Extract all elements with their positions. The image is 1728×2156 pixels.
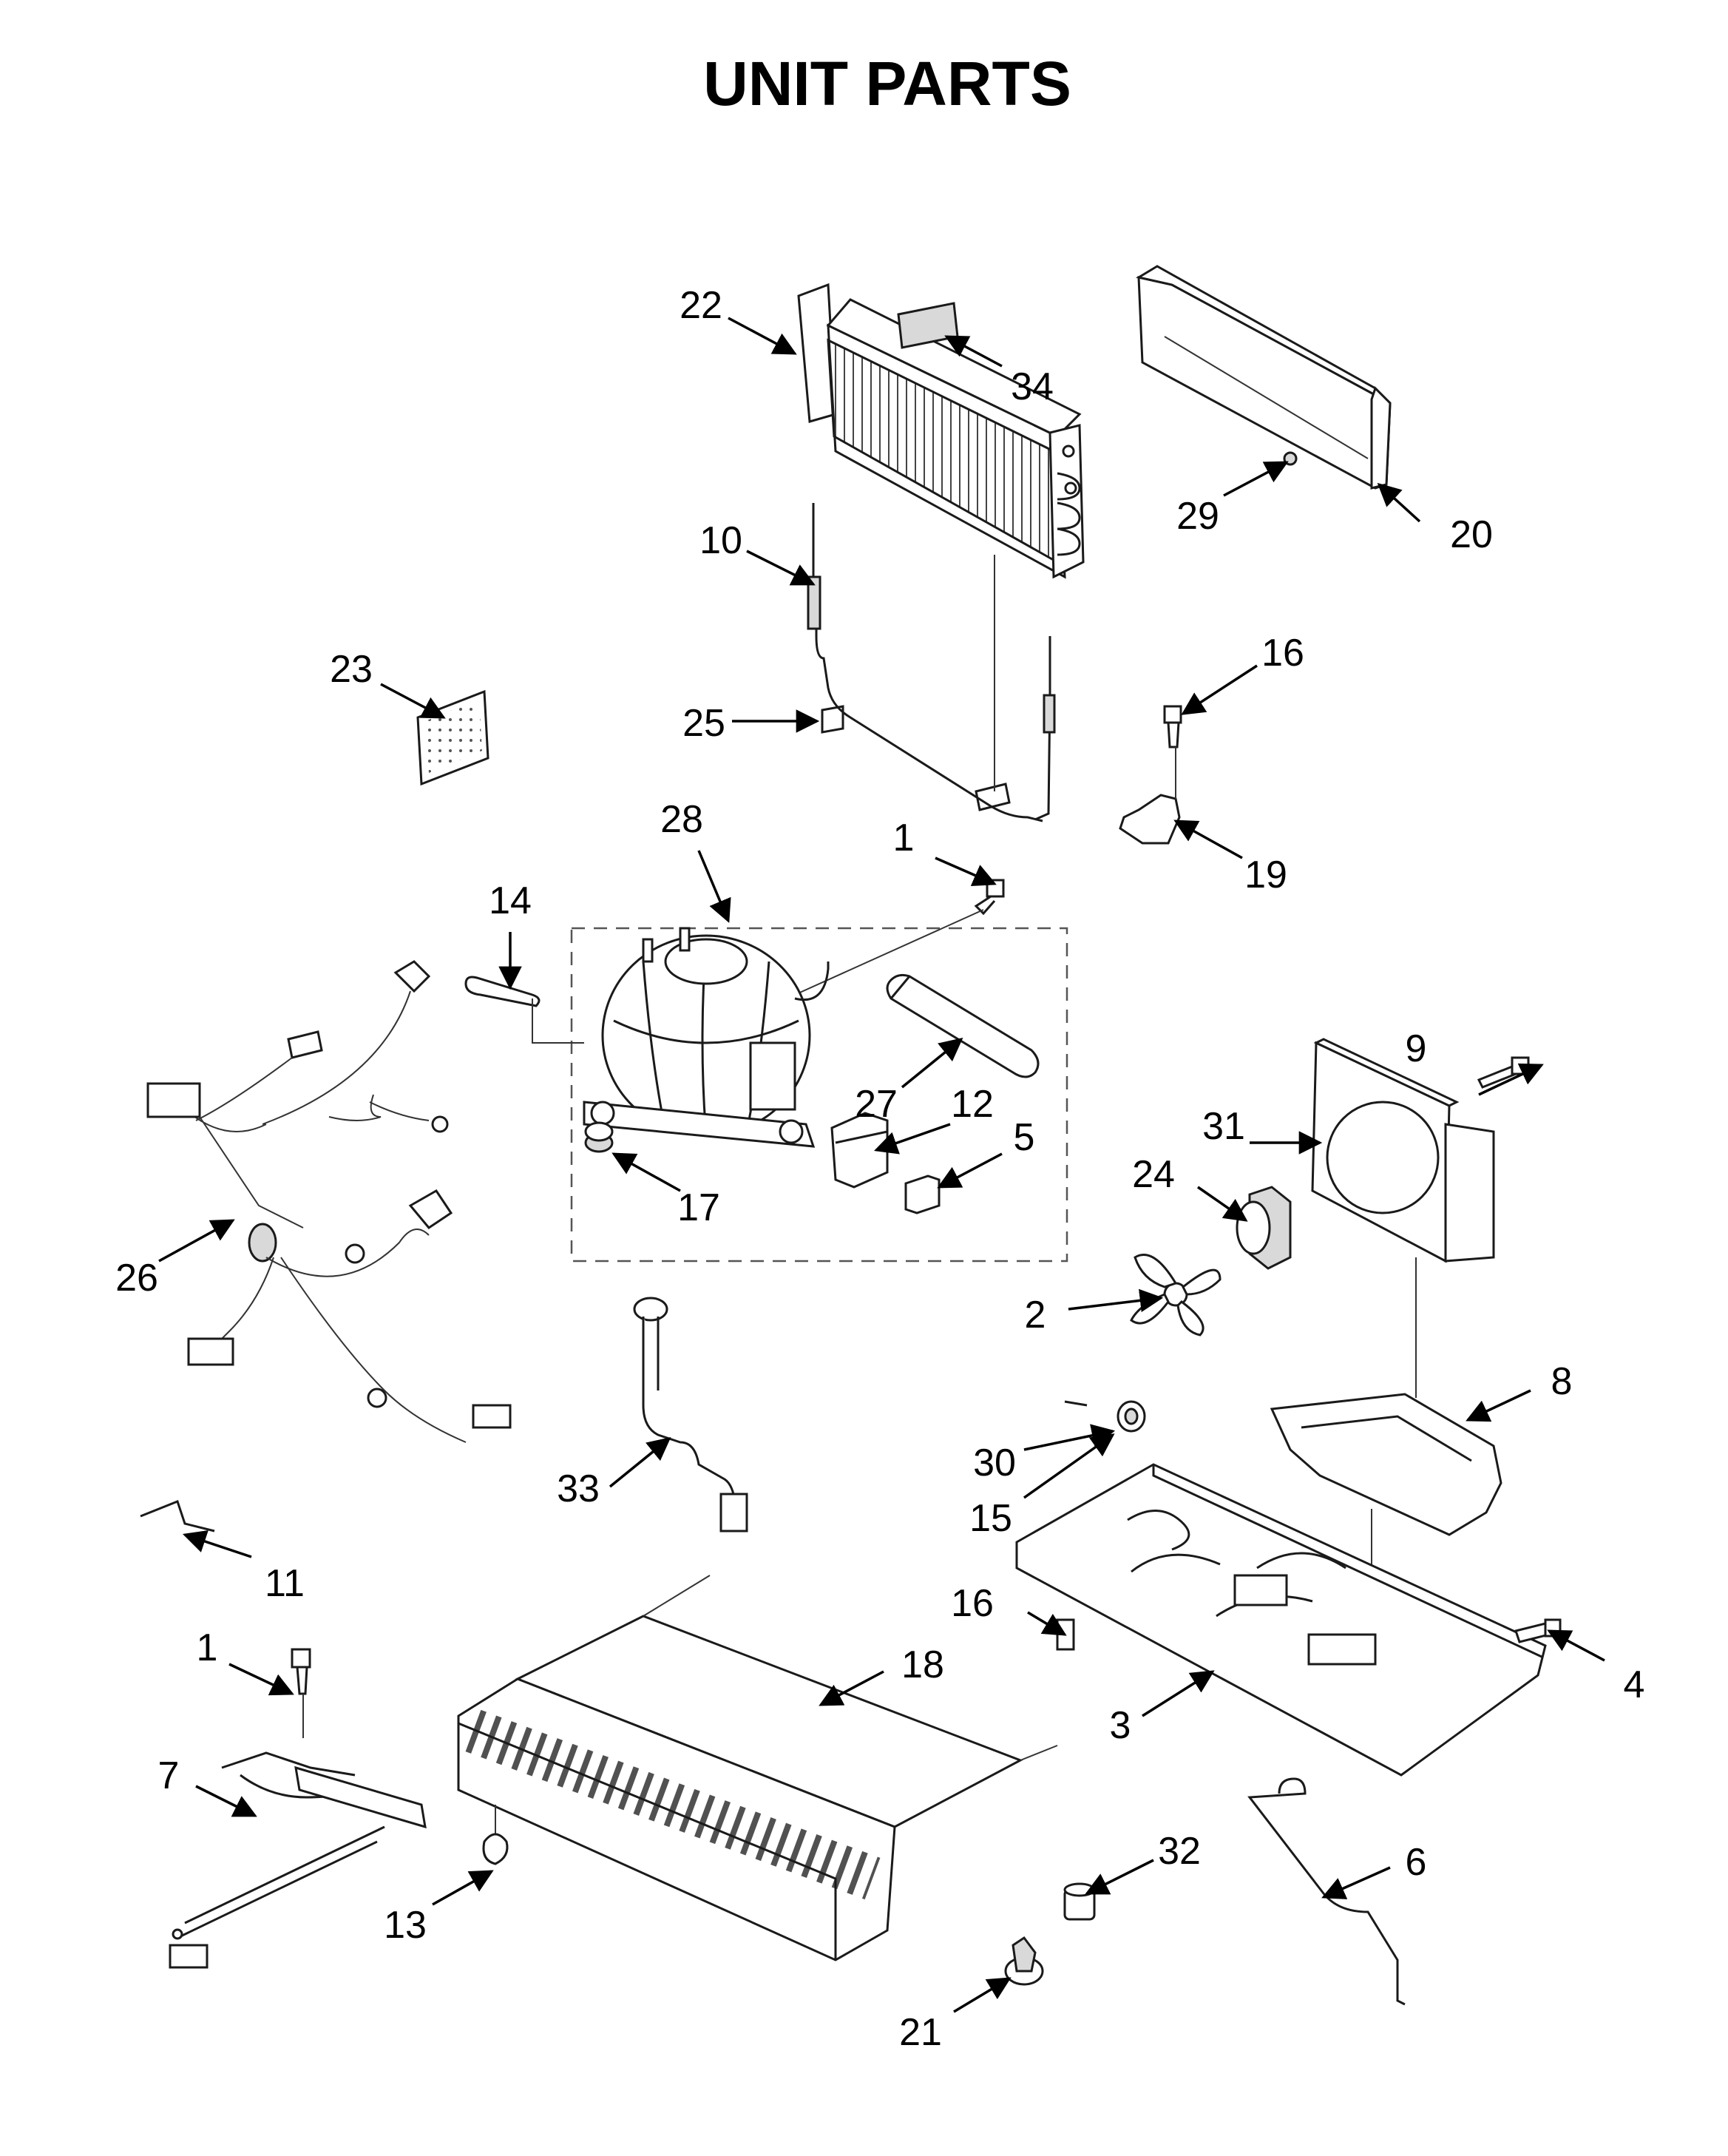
callout-18: 18 [901,1643,944,1686]
callout-17: 17 [677,1186,720,1229]
tube-part-6 [1247,1777,1406,2006]
capacitor-part-5 [904,1175,941,1214]
filter-drier-part-27 [886,973,1040,1078]
callout-21: 21 [899,2011,942,2054]
fan-shroud-part-31 [1311,1038,1495,1263]
drain-tube-part-33 [633,1297,748,1532]
callout-3: 3 [1110,1704,1131,1747]
evaporator-part-18 [457,1575,1058,1961]
callout-15: 15 [969,1497,1012,1540]
callout-5: 5 [1014,1116,1035,1159]
cover-part-20 [1136,265,1392,490]
screw-part-4 [1514,1618,1562,1643]
callout-23: 23 [330,648,373,691]
callout-30: 30 [973,1442,1016,1484]
heater-part-7 [169,1751,427,1969]
callout-20: 20 [1450,513,1493,556]
thermistor-wire-part-25 [807,503,1056,822]
spacer-part-32 [1063,1882,1096,1921]
page-title: UNIT PARTS [703,49,1071,118]
callout-14: 14 [489,879,532,922]
thermostat-part-21 [1004,1936,1044,1986]
callout-1-upper: 1 [893,817,915,859]
fan-blade-part-2 [1130,1254,1222,1336]
condenser-part-22 [797,283,1085,579]
callout-34: 34 [1011,365,1054,408]
screw-part-1-lower [291,1648,311,1738]
callout-labels: 22 34 10 25 29 20 23 16 19 28 1 14 27 12… [115,284,1644,2054]
callout-1-lower: 1 [197,1626,218,1669]
callout-11: 11 [265,1562,305,1605]
callout-9: 9 [1406,1027,1427,1070]
control-board-part-23 [416,689,489,786]
callout-16-lower: 16 [951,1582,994,1625]
callout-24: 24 [1132,1153,1175,1196]
callout-27: 27 [855,1083,898,1126]
callout-8: 8 [1551,1360,1573,1403]
pad-part-34 [897,302,959,349]
grommet-part-17 [584,1121,614,1153]
callout-6: 6 [1406,1841,1427,1884]
grommet-part-15 [1117,1400,1146,1433]
callout-32: 32 [1158,1830,1201,1873]
callout-31: 31 [1202,1105,1245,1148]
callout-13: 13 [384,1904,427,1947]
ground-strap-part-14 [464,976,584,1044]
callout-33: 33 [557,1467,600,1510]
screw-part-16-upper [1163,705,1182,748]
wire-harness-part-26 [146,960,512,1443]
callout-26: 26 [115,1257,158,1300]
callout-12: 12 [951,1083,994,1126]
callout-22: 22 [680,284,722,327]
callout-7: 7 [158,1754,180,1797]
callout-19: 19 [1244,854,1287,896]
callout-28: 28 [660,798,703,841]
clip-part-13 [482,1805,509,1865]
bracket-part-19 [1119,794,1181,845]
callout-25: 25 [682,702,725,745]
clip-part-11 [140,1500,215,1532]
callout-29: 29 [1176,495,1219,538]
callout-16-upper: 16 [1261,632,1304,675]
callout-2: 2 [1025,1294,1046,1336]
callout-4: 4 [1624,1663,1645,1706]
fan-motor-part-24 [1236,1186,1292,1270]
screw-part-16-lower [1056,1618,1075,1651]
callout-arrows [158,317,1605,2013]
screw-part-1-upper [974,879,1005,916]
compressor-group-box-part-28 [570,927,1068,1263]
base-plate-part-3 [1015,1463,1547,1777]
pin-part-30 [1064,1400,1088,1407]
callout-10: 10 [699,519,742,562]
compressor [583,927,830,1148]
